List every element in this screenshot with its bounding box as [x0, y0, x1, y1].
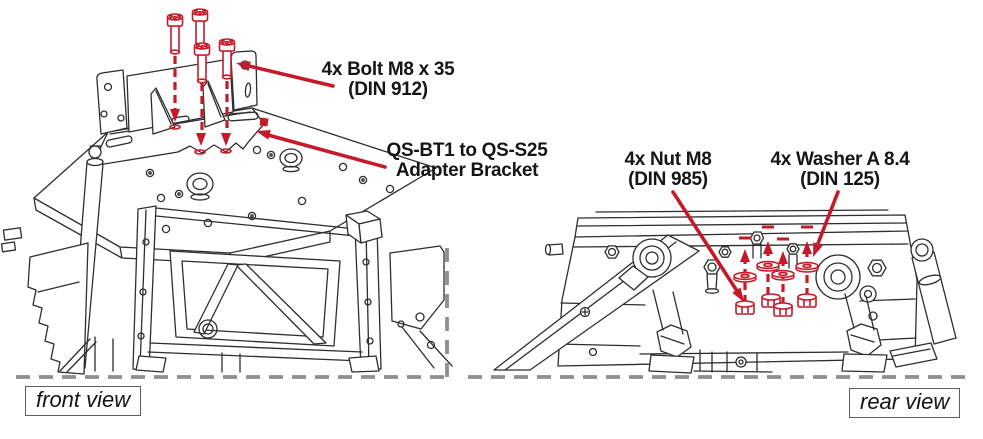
view-caption-rear: rear view	[849, 388, 961, 418]
callout-nut-line2: (DIN 985)	[628, 168, 708, 190]
leader-line-bolt	[247, 64, 335, 88]
callout-bolt: 4x Bolt M8 x 35 (DIN 912)	[310, 60, 466, 99]
callout-washer-line1: 4x Washer A 8.4	[770, 149, 910, 170]
plate-screws	[145, 145, 395, 234]
rear-view-drawing	[493, 209, 957, 374]
callout-nut: 4x Nut M8 (DIN 985)	[607, 150, 729, 189]
callout-bracket-line1: QS-BT1 to QS-S25	[386, 140, 548, 161]
front-red-annotations	[166, 8, 387, 169]
bolt-icon	[218, 38, 236, 80]
callout-nut-line1: 4x Nut M8	[624, 149, 712, 170]
callout-bracket-line2: Adapter Bracket	[395, 159, 539, 181]
frame-right-plate	[389, 245, 445, 330]
leader-line-bracket	[266, 133, 387, 169]
view-caption-front: front view	[25, 386, 142, 416]
leader-line-washer	[815, 190, 840, 248]
washer-icon	[795, 261, 819, 273]
eye-bolt-ring	[186, 172, 214, 201]
washer-icon	[756, 260, 780, 272]
nut-icon	[735, 300, 755, 315]
leader-line-nut	[671, 190, 739, 293]
eye-bolt-ring	[279, 148, 303, 173]
bolt-icon	[193, 42, 211, 84]
callout-washer: 4x Washer A 8.4 (DIN 125)	[763, 150, 917, 189]
callout-bracket: QS-BT1 to QS-S25 Adapter Bracket	[377, 141, 557, 180]
adapter-bracket-plate	[91, 107, 265, 167]
bracket-right-ear	[230, 50, 258, 111]
rear-red-annotations	[671, 190, 840, 317]
nut-icon	[797, 293, 817, 308]
notched-side-plate	[27, 242, 89, 375]
washer-icon	[733, 271, 757, 283]
callout-bolt-line2: (DIN 912)	[348, 78, 428, 100]
ground-lines	[16, 248, 971, 379]
post-screws	[137, 238, 374, 345]
callout-bolt-line1: 4x Bolt M8 x 35	[321, 59, 455, 80]
bolt-icon	[166, 13, 184, 55]
washer-icon	[771, 269, 795, 281]
front-view-drawing	[0, 50, 453, 375]
bracket-left-ear	[96, 69, 128, 135]
bracket-marker	[259, 117, 269, 127]
callout-washer-line2: (DIN 125)	[800, 168, 880, 190]
nut-icon	[773, 302, 793, 317]
actuator-cylinder	[868, 238, 957, 345]
